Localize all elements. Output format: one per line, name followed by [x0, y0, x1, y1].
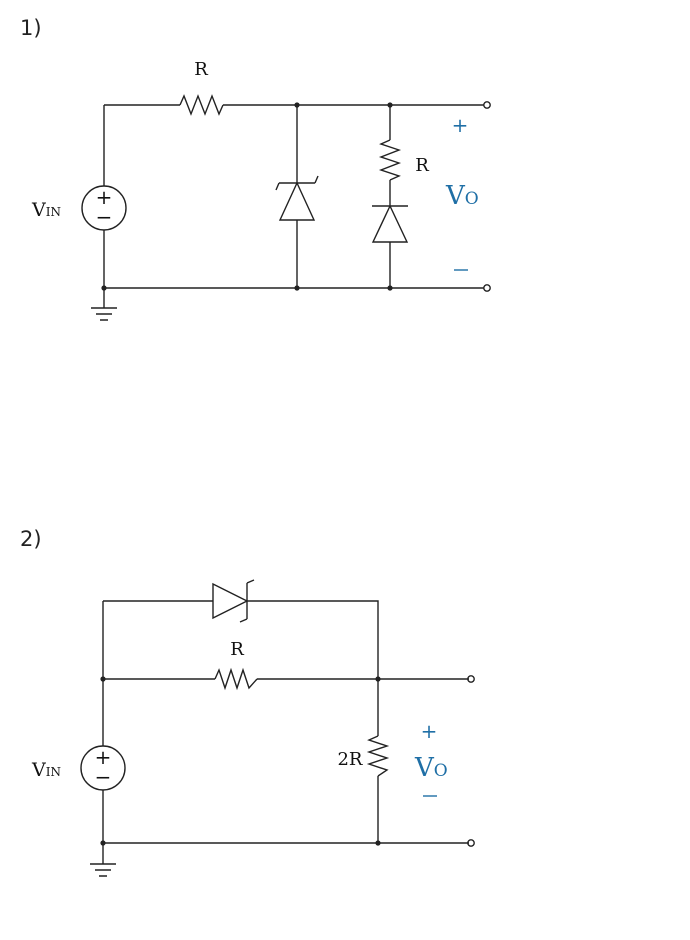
c1-junction	[101, 285, 107, 291]
c2-series-resistor-label: R	[230, 639, 244, 660]
c2-series-resistor	[214, 667, 258, 691]
problem-1-number: 1)	[20, 16, 42, 40]
c1-junction	[294, 102, 300, 108]
c2-junction	[100, 676, 106, 682]
c2-output-terminal-top	[467, 675, 475, 683]
c1-series-resistor-label: R	[194, 59, 208, 80]
c1-source-plus: +	[96, 185, 113, 209]
c1-output-terminal-top	[483, 101, 491, 109]
c2-load-resistor	[366, 735, 390, 777]
c2-ground-icon	[90, 863, 116, 877]
c2-output-terminal-bottom	[467, 839, 475, 847]
c1-source-label: VIN	[31, 199, 61, 221]
c2-output-plus: +	[421, 719, 438, 743]
c2-output-label: VO	[414, 753, 448, 783]
problem-2-number: 2)	[20, 527, 42, 551]
c1-source-minus: −	[96, 205, 113, 229]
c2-source-minus: −	[95, 765, 112, 789]
c1-zener-diode	[275, 175, 319, 221]
c1-branch-diode	[371, 204, 409, 243]
c1-ground-icon	[91, 307, 117, 321]
c2-source-plus: +	[95, 745, 112, 769]
c1-junction	[387, 102, 393, 108]
c2-junction	[375, 676, 381, 682]
c1-output-label: VO	[445, 181, 479, 211]
c2-wire-top-right	[247, 600, 379, 736]
c1-output-terminal-bottom	[483, 284, 491, 292]
c2-load-resistor-label: 2R	[337, 749, 362, 770]
c1-junction	[387, 285, 393, 291]
c1-output-plus: +	[452, 113, 469, 137]
c1-junction	[294, 285, 300, 291]
c1-branch-resistor-label: R	[415, 155, 429, 176]
c1-branch-resistor	[378, 139, 402, 181]
c1-wire-top-left	[103, 104, 180, 186]
circuit-1: + − R R VIN + VO	[31, 59, 491, 321]
c2-source-label: VIN	[31, 759, 61, 781]
c2-junction	[375, 840, 381, 846]
circuit-2: + − R 2R VIN + VO	[31, 579, 475, 877]
c2-junction	[100, 840, 106, 846]
c1-series-resistor	[179, 94, 224, 116]
c2-wire-top-left	[102, 600, 213, 746]
